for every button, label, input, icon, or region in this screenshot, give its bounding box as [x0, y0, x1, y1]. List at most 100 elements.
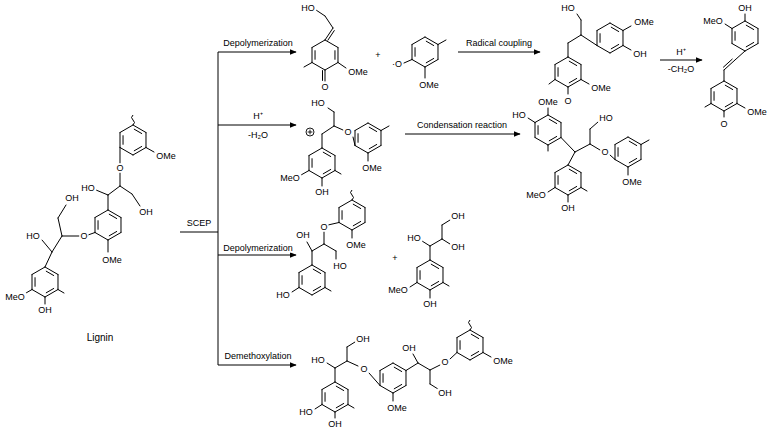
bond: [535, 138, 548, 146]
bond: [724, 111, 725, 117]
bond: [325, 70, 326, 81]
atom-label: HO: [80, 184, 96, 193]
bond: [26, 290, 32, 294]
bond: [430, 370, 431, 384]
bond: [120, 173, 121, 186]
bond: [560, 123, 561, 138]
bond: [724, 104, 737, 112]
wavy-bond: [351, 190, 354, 200]
bond: [133, 148, 146, 156]
bond: [380, 371, 381, 386]
bond: [302, 276, 303, 285]
atom-label: HO: [298, 408, 314, 417]
bond: [471, 334, 478, 338]
atom-label: O: [343, 128, 352, 137]
reaction-label: -CH₂O: [667, 65, 696, 74]
bond: [95, 210, 108, 218]
atom-label: MeO: [279, 174, 301, 183]
bond: [95, 218, 96, 233]
bond: [368, 123, 381, 131]
atom-label: OH: [64, 194, 80, 203]
bond: [457, 330, 470, 338]
bond: [355, 123, 368, 131]
bond: [611, 27, 618, 31]
bond: [568, 80, 581, 88]
bond: [555, 165, 568, 173]
bond: [57, 275, 58, 290]
bond: [628, 160, 641, 168]
bond: [325, 393, 326, 402]
bond: [322, 126, 334, 134]
bond: [312, 40, 325, 48]
bond: [611, 44, 618, 48]
bond: [725, 24, 732, 29]
bond: [575, 144, 590, 152]
bond: [307, 242, 312, 251]
bond: [548, 145, 549, 151]
bond: [45, 267, 58, 275]
atom-label: HO: [332, 262, 348, 271]
atom-label: HO: [406, 234, 422, 243]
bond: [383, 374, 384, 383]
bond: [335, 405, 348, 413]
bond: [45, 252, 52, 267]
bond: [380, 386, 393, 394]
reaction-arrow: [218, 52, 219, 365]
compound-name: Lignin: [86, 333, 115, 343]
bond: [353, 221, 360, 225]
bond: [548, 115, 561, 123]
bond: [312, 159, 313, 168]
bond: [417, 260, 430, 268]
bond: [568, 195, 569, 202]
bond: [724, 70, 725, 81]
atom-label: MeO: [702, 17, 724, 26]
atom-label: OH: [437, 389, 453, 398]
bond: [725, 102, 732, 106]
bond: [95, 233, 108, 241]
bond: [309, 171, 322, 179]
reaction-label: Radical coupling: [465, 39, 533, 48]
bond: [450, 353, 457, 360]
bond: [339, 208, 340, 223]
bond: [301, 171, 309, 176]
bond: [58, 290, 64, 294]
bond: [600, 34, 601, 43]
bond: [42, 240, 52, 252]
atom-label: OMe: [345, 241, 367, 250]
bond: [404, 60, 412, 64]
bond: [425, 67, 426, 78]
bond: [315, 51, 316, 60]
atom-label: HO: [511, 111, 527, 120]
bond: [555, 80, 568, 88]
bond: [732, 21, 745, 29]
bond: [745, 21, 758, 29]
atom-label: OMe: [746, 108, 768, 117]
plus-sign: +: [374, 51, 381, 60]
bond: [430, 239, 442, 246]
bond: [369, 144, 376, 148]
bond: [549, 119, 556, 123]
bond: [430, 283, 443, 291]
bond: [724, 81, 737, 89]
bond: [324, 232, 325, 244]
atom-label: OH: [355, 335, 371, 344]
bond: [426, 41, 433, 45]
bond: [535, 123, 536, 138]
bond: [132, 194, 140, 206]
reaction-arrow: [218, 365, 296, 366]
bond: [569, 169, 576, 173]
bond: [334, 112, 335, 126]
atom-label: OH: [422, 300, 438, 309]
bond: [120, 186, 132, 194]
bond: [580, 173, 581, 188]
atom-label: OH: [450, 212, 466, 221]
bond: [412, 37, 425, 45]
atom-label: OH: [737, 4, 753, 13]
bond: [394, 367, 401, 371]
bond: [108, 195, 109, 210]
bond: [335, 382, 348, 390]
bond: [735, 51, 745, 60]
bond: [711, 89, 712, 104]
atom-label: OH: [450, 243, 466, 252]
